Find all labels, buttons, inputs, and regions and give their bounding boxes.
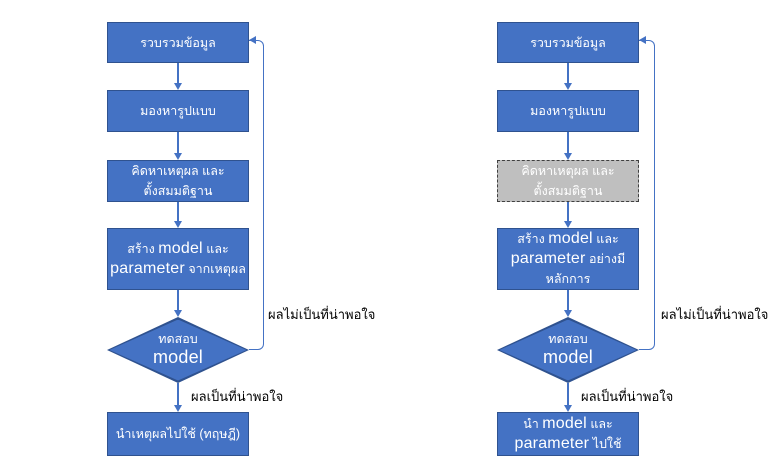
text-segment: คิดหาเหตุผล และ — [131, 164, 225, 178]
arrow-down-icon — [173, 153, 182, 160]
text-segment: model — [152, 347, 204, 367]
text-segment: อย่างมี — [585, 252, 626, 266]
diamond-label: ทดสอบ — [158, 332, 197, 347]
arrow-down-icon — [563, 83, 572, 90]
box-label: ตั้งสมมติฐาน — [144, 181, 213, 201]
box-label: parameter จากเหตุผล — [110, 259, 246, 279]
text-segment: คิดหาเหตุผล และ — [521, 164, 615, 178]
text-segment: parameter — [510, 250, 586, 267]
text-segment: parameter — [110, 260, 185, 277]
diamond-test-model: ทดสอบ model — [497, 317, 639, 383]
arrow-down-icon — [173, 405, 182, 412]
text-segment: parameter — [514, 435, 590, 452]
arrow-left-icon — [639, 35, 646, 44]
diamond-test-model-face: ทดสอบ model — [109, 319, 247, 381]
diamond-test-model-face: ทดสอบ model — [499, 319, 637, 381]
text-segment: ตั้งสมมติฐาน — [143, 184, 213, 198]
connector-line — [567, 290, 569, 311]
unsatisfactory-result-label: ผลไม่เป็นที่น่าพอใจ — [268, 307, 376, 322]
box-find-patterns: มองหารูปแบบ — [107, 90, 249, 132]
box-apply-model-parameter: นำ model และ parameter ไปใช้ — [497, 412, 639, 456]
box-label: สร้าง model และ — [517, 229, 618, 249]
connector-line — [567, 383, 569, 406]
arrow-down-icon — [563, 310, 572, 317]
flowchart-reasoning-method: รวบรวมข้อมูล มองหารูปแบบ คิดหาเหตุผล และ… — [107, 0, 397, 474]
text-segment: ตั้งสมมติฐาน — [533, 184, 603, 198]
arrow-down-icon — [563, 221, 572, 228]
box-label: คิดหาเหตุผล และ — [521, 161, 614, 181]
box-hypothesis-skipped: คิดหาเหตุผล และ ตั้งสมมติฐาน — [497, 160, 639, 202]
box-label: มองหารูปแบบ — [530, 101, 606, 121]
text-segment: และ — [592, 232, 619, 246]
connector-line — [177, 383, 179, 406]
text-segment: สร้าง — [127, 242, 159, 256]
arrow-down-icon — [173, 221, 182, 228]
box-build-model: สร้าง model และ parameter จากเหตุผล — [107, 228, 249, 290]
arrow-left-icon — [249, 35, 256, 44]
box-hypothesis: คิดหาเหตุผล และ ตั้งสมมติฐาน — [107, 160, 249, 202]
text-segment: model — [542, 347, 594, 367]
text-segment: มองหารูปแบบ — [530, 104, 606, 118]
box-label: นำ model และ — [523, 414, 613, 434]
arrow-down-icon — [563, 153, 572, 160]
text-segment: ทดสอบ — [158, 332, 198, 346]
box-label: ตั้งสมมติฐาน — [534, 181, 603, 201]
connector-line — [177, 132, 179, 154]
box-collect-data: รวบรวมข้อมูล — [107, 22, 249, 63]
box-label: parameter อย่างมี — [511, 249, 625, 269]
box-label: มองหารูปแบบ — [140, 101, 216, 121]
text-segment: model — [158, 240, 203, 257]
box-label: หลักการ — [546, 269, 591, 289]
connector-line — [567, 132, 569, 154]
text-segment: และ — [586, 417, 613, 431]
text-segment: รวบรวมข้อมูล — [530, 35, 606, 50]
unsatisfactory-result-label: ผลไม่เป็นที่น่าพอใจ — [661, 307, 768, 322]
box-label: รวบรวมข้อมูล — [140, 33, 216, 53]
text-segment: รวบรวมข้อมูล — [140, 35, 216, 50]
feedback-loop-line — [249, 40, 264, 350]
box-collect-data: รวบรวมข้อมูล — [497, 22, 639, 63]
box-label: รวบรวมข้อมูล — [530, 33, 606, 53]
connector-line — [567, 202, 569, 222]
connector-line — [177, 290, 179, 311]
text-segment: นำเหตุผลไปใช้ (ทฤษฎี) — [115, 427, 241, 441]
feedback-loop-line — [639, 40, 655, 350]
diamond-test-model: ทดสอบ model — [107, 317, 249, 383]
diamond-label: ทดสอบ — [548, 332, 587, 347]
connector-line — [177, 63, 179, 84]
text-segment: ไปใช้ — [589, 437, 622, 451]
diamond-label: model — [543, 347, 593, 368]
connector-line — [567, 63, 569, 84]
arrow-down-icon — [173, 83, 182, 90]
box-build-model-principled: สร้าง model และ parameter อย่างมี หลักกา… — [497, 228, 639, 290]
text-segment: หลักการ — [545, 272, 591, 286]
text-segment: จากเหตุผล — [184, 262, 246, 276]
satisfactory-result-label: ผลเป็นที่น่าพอใจ — [191, 389, 284, 404]
box-label: คิดหาเหตุผล และ — [131, 161, 224, 181]
box-label: สร้าง model และ — [127, 239, 228, 259]
box-label: นำเหตุผลไปใช้ (ทฤษฎี) — [116, 424, 240, 444]
connector-line — [177, 202, 179, 222]
text-segment: model — [542, 415, 587, 432]
text-segment: และ — [202, 242, 229, 256]
arrow-down-icon — [563, 405, 572, 412]
diamond-label: model — [153, 347, 203, 368]
text-segment: มองหารูปแบบ — [140, 104, 216, 118]
text-segment: สร้าง — [517, 232, 549, 246]
box-label: parameter ไปใช้ — [514, 434, 621, 454]
flowchart-principled-method: รวบรวมข้อมูล มองหารูปแบบ คิดหาเหตุผล และ… — [497, 0, 768, 474]
arrow-down-icon — [173, 310, 182, 317]
box-find-patterns: มองหารูปแบบ — [497, 90, 639, 132]
text-segment: นำ — [523, 417, 543, 431]
text-segment: ทดสอบ — [548, 332, 588, 346]
box-apply-theory: นำเหตุผลไปใช้ (ทฤษฎี) — [107, 412, 249, 456]
text-segment: model — [548, 230, 593, 247]
satisfactory-result-label: ผลเป็นที่น่าพอใจ — [581, 389, 674, 404]
